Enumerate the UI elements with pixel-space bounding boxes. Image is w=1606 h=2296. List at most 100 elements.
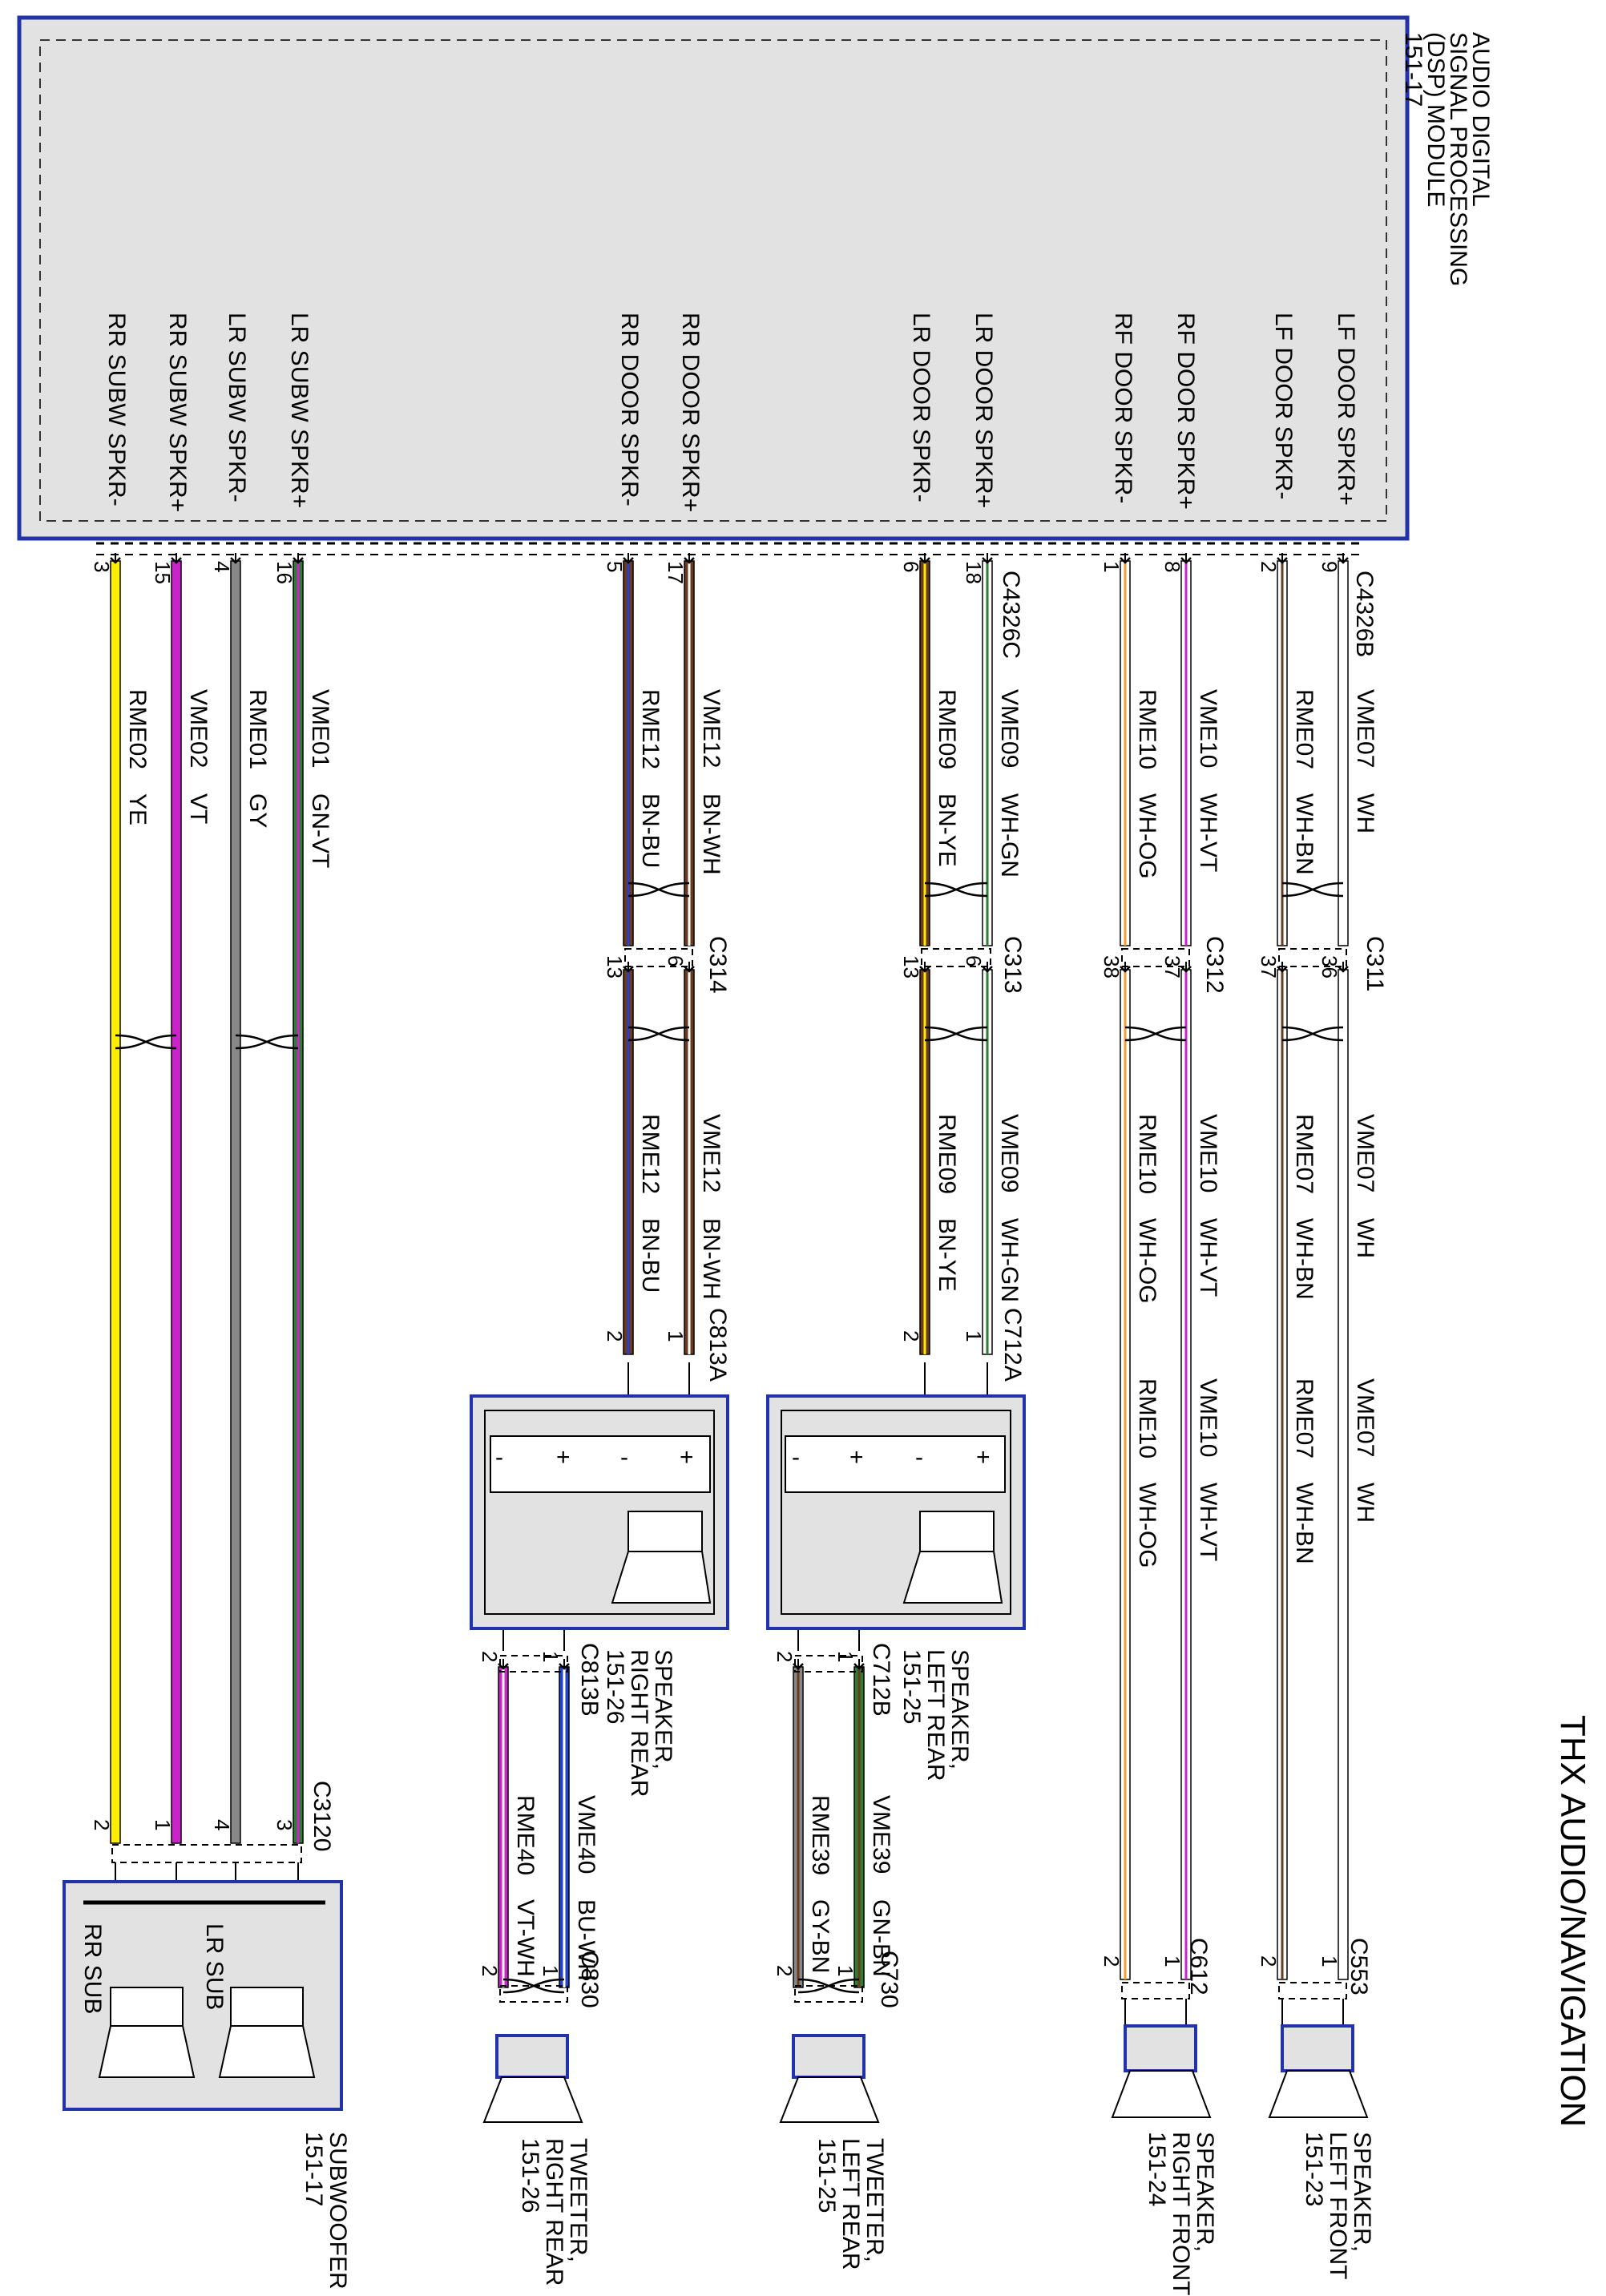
wire-label-color-b-5: BN-YE [934, 1218, 960, 1292]
wire-label-circuit-c-1: RME07 [1291, 1378, 1317, 1459]
tweeter-label-color-0: GN-BN [868, 1899, 894, 1977]
wire-label-circuit-c-2: VME10 [1195, 1378, 1221, 1457]
connector-c312: C312 [1201, 936, 1228, 994]
end-pin-1: 2 [1257, 1955, 1281, 1967]
wire-rme02-seg-0 [110, 560, 121, 1844]
end-pin-3: 2 [1100, 1955, 1124, 1967]
subwoofer-line-2: 151-17 [301, 2132, 327, 2206]
end-pin-8: 3 [272, 1819, 297, 1830]
speaker-lf-line-3: 151-23 [1301, 2132, 1327, 2206]
end-pin-4: 1 [962, 1330, 986, 1342]
front-end-connector-1 [1121, 1982, 1190, 1999]
tweeter-label-circuit-3: RME40 [512, 1795, 539, 1875]
twisted-pair-5 [924, 1026, 988, 1042]
module-name-line-2: SIGNAL PROCESSING [1445, 32, 1471, 286]
wire-label-color-b-2: WH-VT [1195, 1218, 1221, 1297]
connector-c813b: C813B [576, 1643, 603, 1717]
tweeter-pin-3: 2 [478, 1651, 502, 1662]
end-pin-7: 2 [603, 1330, 627, 1342]
sub-connector-box [111, 1844, 302, 1863]
speaker-right-front: SPEAKER, RIGHT FRONT 151-24 [1111, 2024, 1218, 2295]
wire-label-color-2: WH-VT [1195, 793, 1221, 872]
module-pin-9: LR SUBW SPKR- [224, 313, 250, 502]
module-name-line-1: AUDIO DIGITAL [1467, 32, 1494, 207]
wire-vme07-seg-0 [1338, 560, 1349, 946]
pin-number-0: 9 [1317, 561, 1342, 572]
module-pin-8: LR SUBW SPKR+ [286, 313, 313, 508]
connector-c311: C311 [1362, 936, 1388, 992]
wire-vme02-seg-0 [171, 560, 182, 1844]
harness-wires: VME07WHVME07WHVME07WH9361RME07WH-BNRME07… [90, 553, 1378, 2026]
speaker-rf-line-3: 151-24 [1144, 2132, 1170, 2206]
tweeter-wire-vme39-stripe [857, 1667, 861, 1987]
wire-label-color-4: WH-GN [996, 793, 1023, 878]
wire-label-circuit-4: VME09 [996, 689, 1023, 768]
wire-label-color-c-1: WH-BN [1291, 1483, 1317, 1564]
end-pin-6: 1 [664, 1330, 688, 1342]
speaker-lr-line-2: LEFT REAR [922, 1649, 949, 1782]
pin-number-4: 18 [962, 561, 986, 584]
inline-connector-box-3 [624, 948, 693, 967]
wire-label-circuit-10: VME02 [185, 689, 212, 768]
wire-label-color-c-2: WH-VT [1195, 1483, 1221, 1561]
tweeter-end-pin-3: 2 [478, 1965, 502, 1976]
pin-number-9: 4 [210, 561, 234, 572]
module-pin-6: RR DOOR SPKR+ [677, 313, 704, 512]
rr-terminal-minus-1: - [495, 1444, 503, 1471]
wire-rme07-seg-1-stripe [1281, 970, 1284, 1979]
twisted-pair-1 [1124, 1026, 1187, 1042]
wire-label-circuit-8: VME01 [307, 689, 333, 768]
end-pin-10: 1 [151, 1819, 175, 1830]
tweeter-lr-line-3: 151-25 [813, 2138, 840, 2213]
wire-label-circuit-5: RME09 [934, 689, 960, 769]
wire-label-circuit-11: RME02 [124, 689, 151, 769]
inline-pin-1: 37 [1257, 955, 1281, 979]
wire-vme10-seg-0-stripe [1184, 561, 1188, 946]
diagram-title: THX AUDIO/NAVIGATION [1553, 1715, 1592, 2127]
module-pin-2: RF DOOR SPKR+ [1172, 313, 1199, 510]
pin-number-1: 2 [1257, 561, 1281, 572]
wire-label-circuit-b-2: VME10 [1195, 1114, 1221, 1192]
lr-terminal-plus-1: + [849, 1444, 864, 1471]
tweeter-rr-line-3: 151-26 [517, 2138, 543, 2213]
wire-label-circuit-b-3: RME10 [1134, 1114, 1160, 1194]
wire-label-circuit-b-7: RME12 [637, 1114, 664, 1194]
wire-vme01-seg-0-stripe [297, 561, 300, 1843]
wire-label-circuit-6: VME12 [698, 689, 724, 768]
module-pin-10: RR SUBW SPKR+ [164, 313, 191, 512]
inline-pin-7: 13 [603, 955, 627, 979]
wire-label-color-b-6: BN-WH [698, 1218, 724, 1300]
module-pin-3: RF DOOR SPKR- [1110, 313, 1136, 503]
wire-vme09-seg-1-stripe [986, 970, 989, 1354]
module-pin-11: RR SUBW SPKR- [103, 313, 130, 506]
tweeter-wire-vme40-stripe [563, 1667, 566, 1987]
pin-number-11: 3 [90, 561, 114, 572]
rr-terminal-plus-1: + [556, 1444, 571, 1471]
speaker-lr-line-1: SPEAKER, [946, 1649, 973, 1769]
module-name-line-4: 151-17 [1400, 32, 1426, 107]
rr-terminal-plus-2: + [680, 1444, 694, 1471]
wire-label-color-b-4: WH-GN [996, 1218, 1023, 1302]
wire-label-circuit-b-6: VME12 [698, 1114, 724, 1192]
wire-label-circuit-1: RME07 [1291, 689, 1317, 769]
wire-label-color-b-3: WH-OG [1134, 1218, 1160, 1304]
tweeter-twist-rr [502, 1978, 565, 1994]
wire-vme12-seg-0-stripe [688, 561, 691, 946]
twisted-pair-0 [1281, 882, 1344, 898]
connector-c813a: C813A [704, 1308, 731, 1382]
wire-rme10-seg-0-stripe [1124, 561, 1127, 946]
tweeter-lr-line-2: LEFT REAR [837, 2138, 864, 2270]
connector-c730: C730 [876, 1951, 902, 2008]
wire-vme09-seg-0-stripe [986, 561, 989, 946]
wire-vme07-seg-1 [1338, 969, 1349, 1980]
wire-label-circuit-b-5: RME09 [934, 1114, 960, 1194]
wire-label-color-8: GN-VT [307, 793, 333, 868]
module-name-line-3: (DSP) MODULE [1422, 32, 1449, 207]
lr-terminal-plus-2: + [976, 1444, 991, 1471]
end-pin-0: 1 [1317, 1955, 1342, 1967]
wire-rme01-seg-0 [230, 560, 241, 1844]
tweeter-rr-line-2: RIGHT REAR [541, 2138, 567, 2286]
connector-c712a: C712A [999, 1308, 1026, 1382]
connector-c3120: C3120 [309, 1781, 335, 1851]
